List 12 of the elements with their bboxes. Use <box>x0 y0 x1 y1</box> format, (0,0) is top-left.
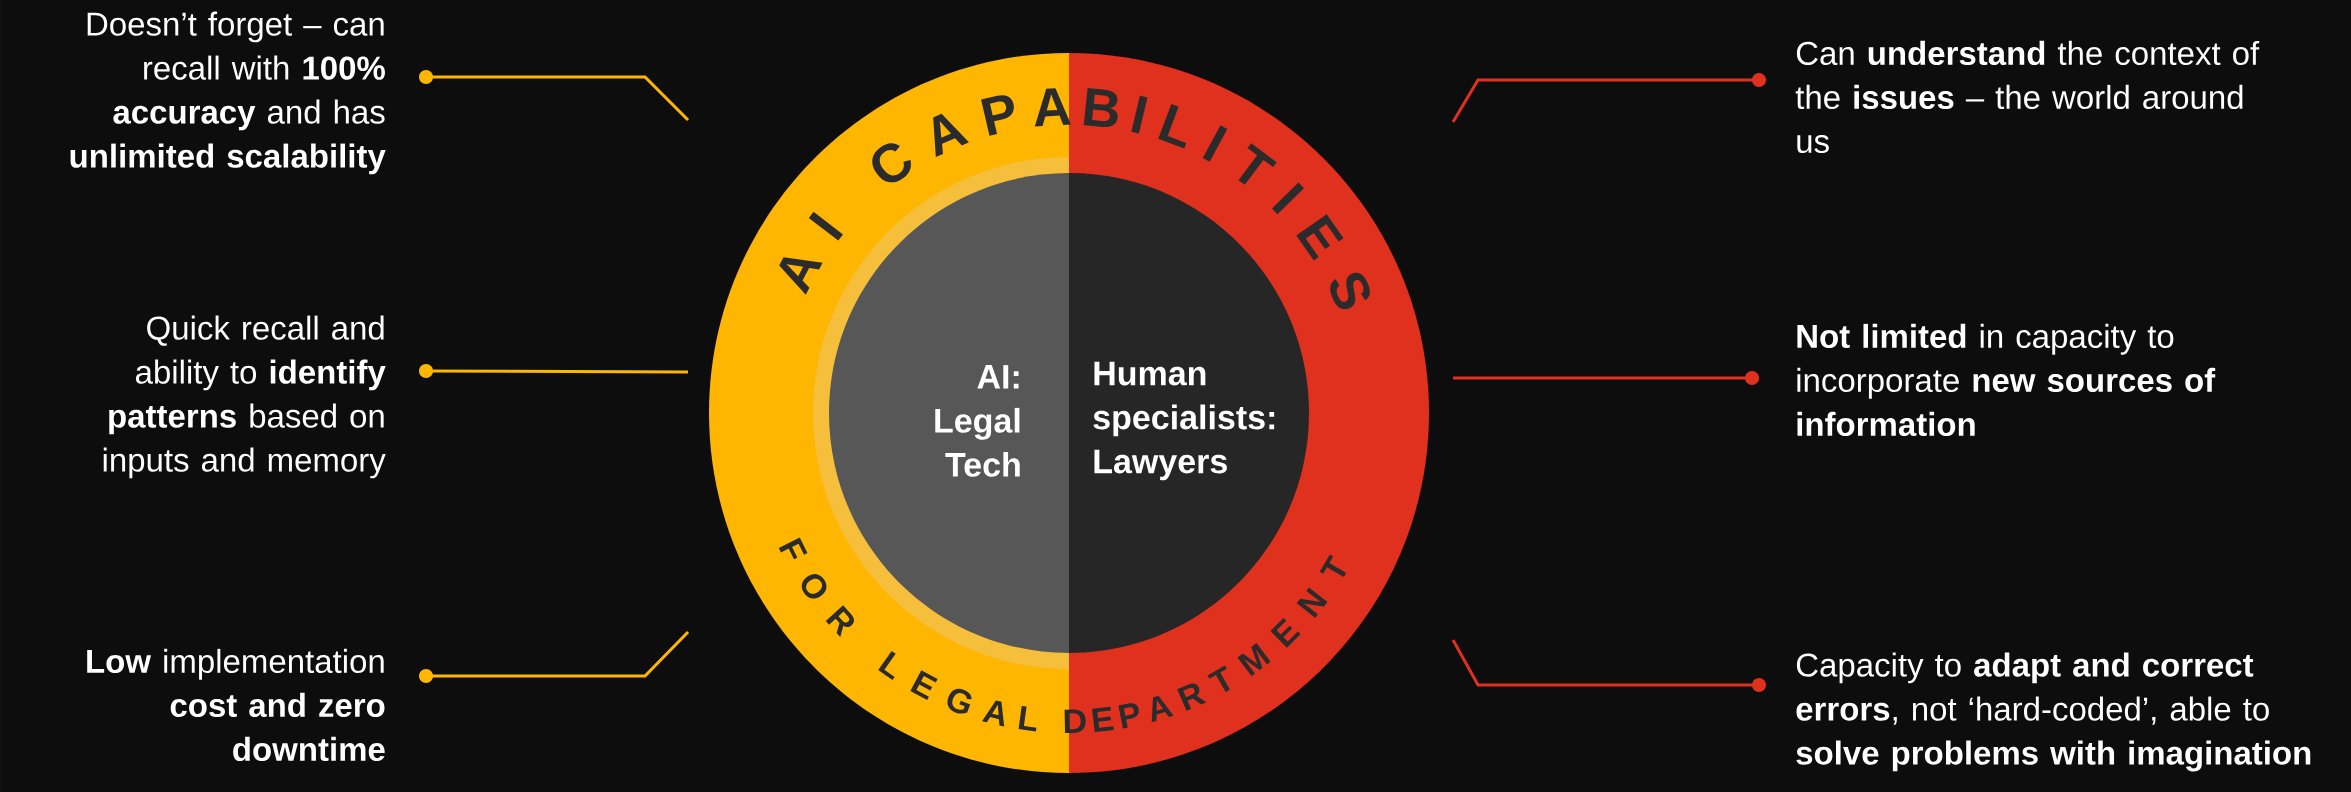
callout-text: Quick recall and ability to identify patterns based on inputs and memory <box>103 315 386 479</box>
leader-line <box>419 70 690 122</box>
callout-text: Not limited in capacity to incorporate new sources of information <box>1797 323 2216 437</box>
leader-line <box>1451 639 1766 692</box>
callout-text: Capacity to adapt and correct errors, not ‘hard-coded’, able to solve problems with imagination <box>1796 652 2311 772</box>
leader-line <box>1451 73 1766 123</box>
callout-text: Low implementation cost and zero downtime <box>87 648 385 762</box>
leader-line <box>419 630 690 683</box>
callout-text: Can understand the context of the issues – the world around us <box>1795 40 2260 154</box>
callout-text: Doesn’t forget – can recall with 100% accuracy and has unlimited scalability <box>70 11 386 175</box>
leader-line <box>419 364 689 378</box>
leader-line <box>1453 371 1759 385</box>
